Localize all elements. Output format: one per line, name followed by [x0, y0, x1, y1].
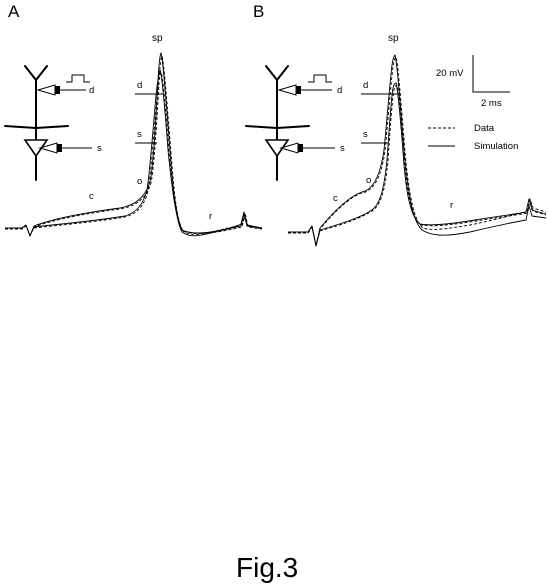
panel-b-dendrite-electrode: d: [277, 74, 342, 96]
panel-a-letter: A: [8, 2, 20, 21]
panel-a-current-pulse-icon: [66, 74, 90, 83]
panel-b-spike-label: sp: [388, 33, 399, 44]
panel-b-soma-electrode-label: s: [340, 143, 345, 154]
panel-b-apical-dendrite: [245, 65, 310, 181]
panel-a-dendrite-marker-label: d: [137, 80, 142, 91]
legend-data-label: Data: [474, 123, 495, 134]
panel-b-letter: B: [253, 2, 264, 21]
scale-bar-voltage-label: 20 mV: [436, 68, 464, 79]
panel-a-soma-electrode-label: s: [97, 143, 102, 154]
panel-b-soma-marker-label: s: [363, 129, 368, 140]
panel-b-repolarization-label: r: [450, 200, 453, 211]
panel-b-soma-trace: [288, 54, 547, 247]
panel-a-soma-trace: [5, 52, 263, 237]
panel-b-neuron-schematic: d s: [245, 65, 345, 181]
panel-a-neuron-schematic: d s: [4, 65, 102, 181]
figure-caption: Fig.3: [236, 552, 298, 583]
panel-a-dendrite-electrode-label: d: [89, 85, 94, 96]
legend: Data Simulation: [428, 123, 518, 152]
panel-a: A d s: [4, 2, 263, 237]
scale-bar: 20 mV 2 ms: [436, 55, 510, 109]
panel-b-dendrite-trace: [288, 82, 547, 247]
panel-b-soma-data-trace: [288, 56, 547, 246]
panel-a-charging-label: c: [89, 191, 94, 202]
panel-b-charging-label: c: [333, 193, 338, 204]
panel-b-dendrite-data-trace: [288, 84, 547, 246]
panel-b-soma-electrode: s: [279, 142, 345, 154]
panel-a-dendrite-electrode: d: [36, 74, 94, 96]
panel-a-soma-marker-label: s: [137, 129, 142, 140]
panel-a-dendrite-trace: [5, 69, 263, 237]
panel-b-current-pulse-icon: [308, 74, 332, 83]
panel-b: B d s sp: [245, 2, 547, 247]
panel-a-spike-label: sp: [152, 33, 163, 44]
panel-a-repolarization-label: r: [209, 211, 212, 222]
legend-simulation-label: Simulation: [474, 141, 518, 152]
panel-a-dendrite-data-trace: [5, 71, 263, 236]
scale-bar-lines: [472, 55, 510, 93]
panel-b-dendrite-electrode-label: d: [337, 85, 342, 96]
panel-b-onset-label: o: [366, 175, 371, 186]
panel-a-onset-label: o: [137, 176, 142, 187]
panel-b-traces: sp d s o c r: [288, 33, 547, 247]
panel-a-apical-dendrite: [4, 65, 69, 181]
scale-bar-time-label: 2 ms: [481, 98, 502, 109]
panel-a-soma-electrode: s: [38, 142, 102, 154]
panel-b-dendrite-marker-label: d: [363, 80, 368, 91]
panel-a-traces: sp d s o c r: [5, 33, 263, 237]
